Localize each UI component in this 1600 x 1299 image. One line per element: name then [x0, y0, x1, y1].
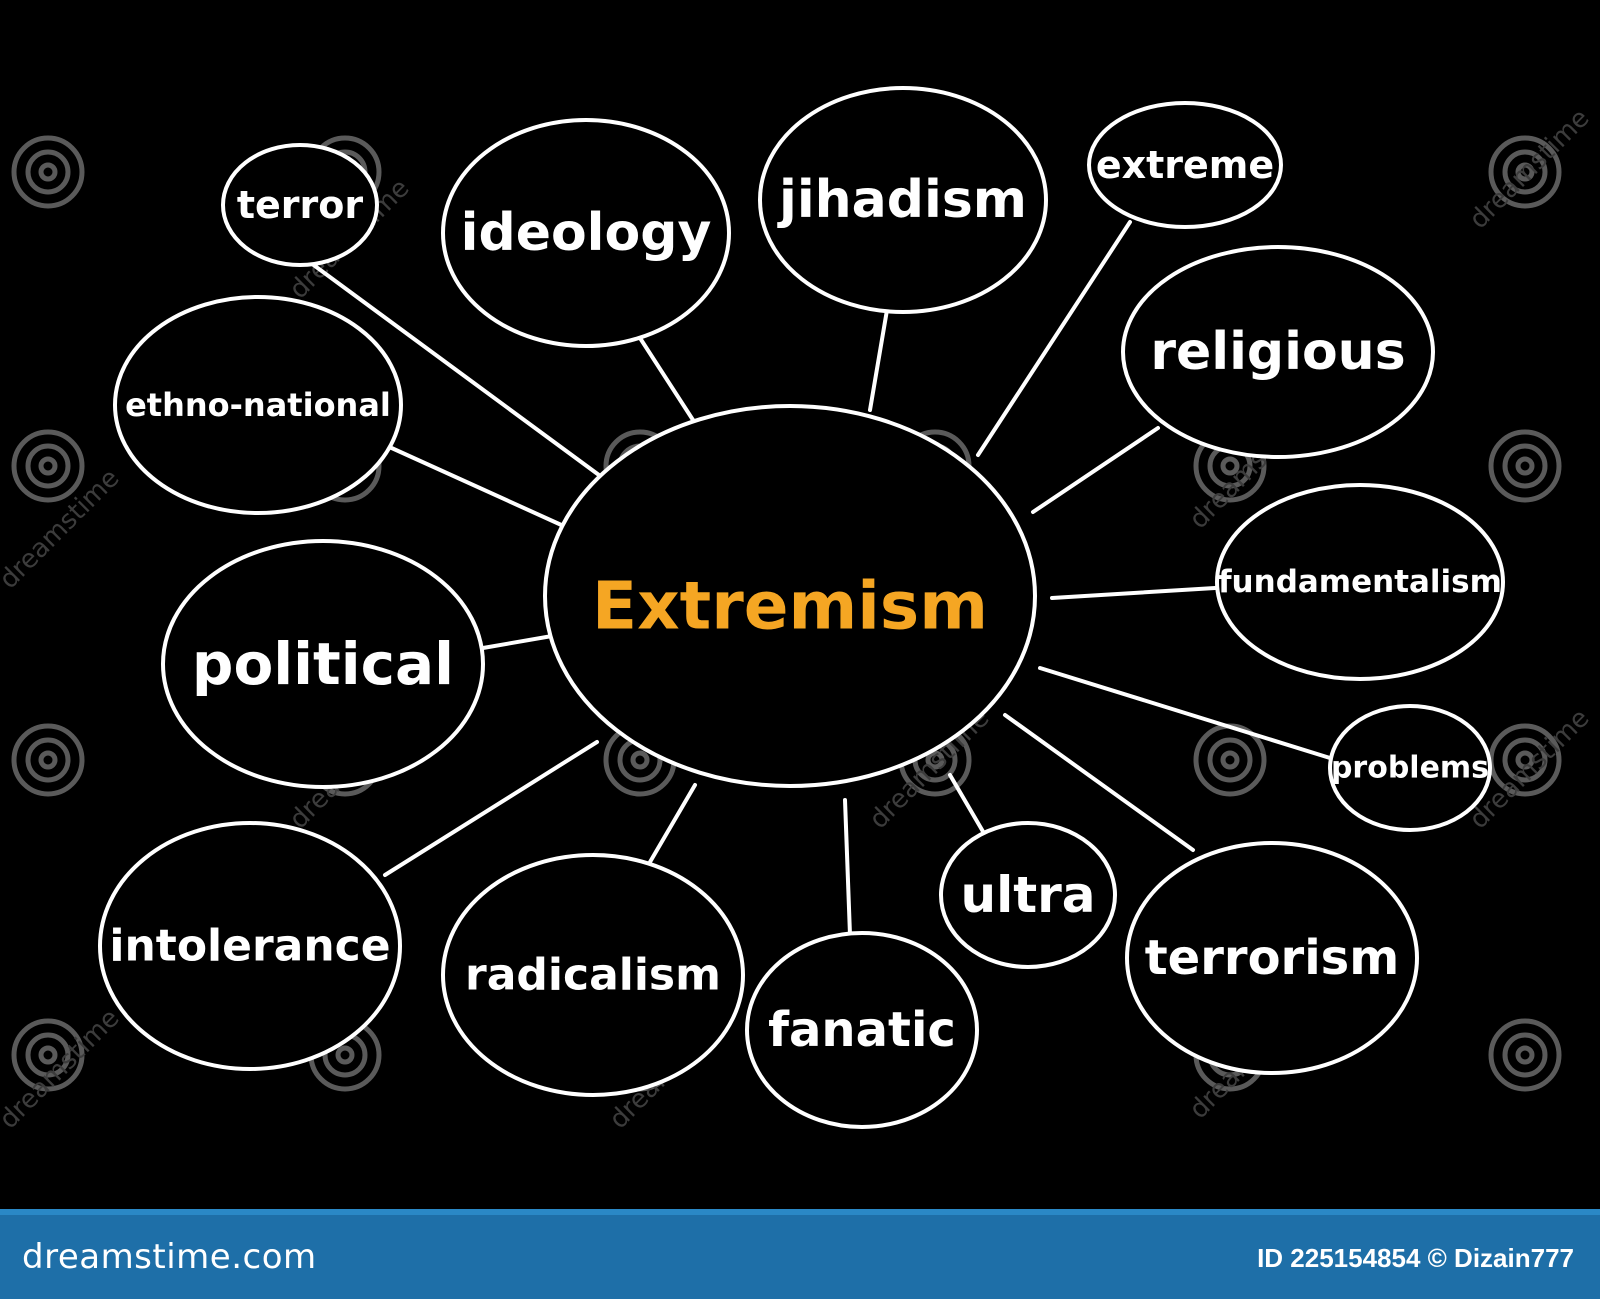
watermark-logo-icon [25, 1032, 71, 1078]
node-label: radicalism [465, 950, 721, 1001]
node-bubble [441, 853, 745, 1097]
watermark-logo-icon [25, 149, 71, 195]
watermark-logo-icon [1515, 1045, 1535, 1065]
watermark-logo-icon [630, 750, 650, 770]
watermark-logo-icon [1502, 1032, 1548, 1078]
node-bubble [98, 821, 402, 1071]
watermark-logo-icon [38, 1045, 58, 1065]
node-bubble [1328, 704, 1492, 832]
node-political[interactable]: political [161, 539, 485, 789]
watermark-logo-icon [38, 162, 58, 182]
node-bubble [441, 118, 731, 348]
connector-fanatic [843, 798, 852, 937]
watermark-logo-icon [1502, 443, 1548, 489]
watermark-logo-icon [1488, 429, 1562, 503]
node-bubble [1125, 841, 1419, 1075]
node-jihadism[interactable]: jihadism [758, 86, 1048, 314]
watermark-logo-icon [11, 135, 85, 209]
node-ultra[interactable]: ultra [939, 821, 1117, 969]
node-label: ethno-national [125, 386, 391, 424]
connector-fundamentalism [1050, 586, 1217, 600]
node-fundamentalism[interactable]: fundamentalism [1215, 483, 1505, 681]
watermark-logo-icon [1515, 750, 1535, 770]
node-bubble [1215, 483, 1505, 681]
node-terror[interactable]: terror [221, 143, 379, 267]
connector-ultra [948, 773, 987, 837]
node-extreme[interactable]: extreme [1087, 101, 1283, 229]
node-label: extreme [1096, 143, 1274, 187]
node-label: fanatic [768, 1002, 956, 1058]
watermark-logo-icon [925, 750, 945, 770]
node-label: fundamentalism [1218, 564, 1502, 600]
watermark-logo-icon [1515, 456, 1535, 476]
node-label: terrorism [1145, 930, 1400, 986]
watermark-logo-icon [1220, 456, 1240, 476]
node-bubble [221, 143, 379, 267]
watermark-logo-icon [38, 750, 58, 770]
node-bubble [745, 931, 979, 1129]
connector-ethno-national [383, 443, 570, 530]
watermark-logo-icon [25, 737, 71, 783]
connector-terrorism [1003, 713, 1195, 852]
watermark-logo-icon [11, 723, 85, 797]
watermark-logo-icon [11, 1018, 85, 1092]
node-bubble [1121, 245, 1435, 459]
watermark-logo-icon [335, 1045, 355, 1065]
watermark-text: dreamstime [1464, 103, 1596, 235]
node-bubble [1087, 101, 1283, 229]
watermark-logo-icon [11, 429, 85, 503]
node-label: intolerance [109, 921, 390, 972]
watermark-logo-icon [1515, 162, 1535, 182]
watermark-logo-icon [1220, 750, 1240, 770]
node-layer: terror ideology jihadism extreme religious et… [98, 86, 1505, 1129]
node-label: ultra [960, 866, 1095, 924]
node-bubble [161, 539, 485, 789]
watermark-logo-icon [1502, 149, 1548, 195]
watermark-logo-icon [1488, 135, 1562, 209]
node-label: political [192, 630, 454, 698]
node-intolerance[interactable]: intolerance [98, 821, 402, 1071]
connector-layer [298, 220, 1332, 937]
watermark-logo-icon [1207, 737, 1253, 783]
watermark-logo-icon [25, 443, 71, 489]
connector-terror [298, 253, 605, 480]
watermark-logo-icon [38, 456, 58, 476]
connector-ideology [638, 336, 695, 422]
node-religious[interactable]: religious [1121, 245, 1435, 459]
node-label: religious [1150, 322, 1405, 382]
connector-extreme [976, 220, 1132, 457]
node-terrorism[interactable]: terrorism [1125, 841, 1419, 1075]
center-bubble [543, 404, 1037, 788]
connector-religious [1031, 426, 1160, 514]
node-bubble [758, 86, 1048, 314]
node-ideology[interactable]: ideology [441, 118, 731, 348]
connector-jihadism [868, 308, 889, 412]
node-label: jihadism [777, 170, 1027, 230]
connector-political [481, 634, 554, 650]
watermark-logo-icon [1488, 1018, 1562, 1092]
node-problems[interactable]: problems [1328, 704, 1492, 832]
node-ethno-national[interactable]: ethno-national [113, 295, 403, 515]
footer-brand[interactable]: dreamstime.com [22, 1237, 317, 1277]
node-bubble [113, 295, 403, 515]
center-node[interactable]: Extremism [543, 404, 1037, 788]
node-label: terror [237, 183, 364, 227]
center-label: Extremism [592, 568, 988, 645]
node-label: ideology [461, 203, 712, 263]
footer-image-id: ID 225154854 © Dizain777 [1257, 1243, 1574, 1273]
connector-radicalism [648, 783, 697, 864]
node-bubble [939, 821, 1117, 969]
watermark-logo-icon [1502, 737, 1548, 783]
connector-problems [1038, 666, 1332, 760]
node-radicalism[interactable]: radicalism [441, 853, 745, 1097]
connector-intolerance [383, 740, 599, 877]
footer-bar: dreamstime.com ID 225154854 © Dizain777 [0, 1209, 1600, 1299]
node-label: problems [1331, 751, 1489, 786]
node-fanatic[interactable]: fanatic [745, 931, 979, 1129]
